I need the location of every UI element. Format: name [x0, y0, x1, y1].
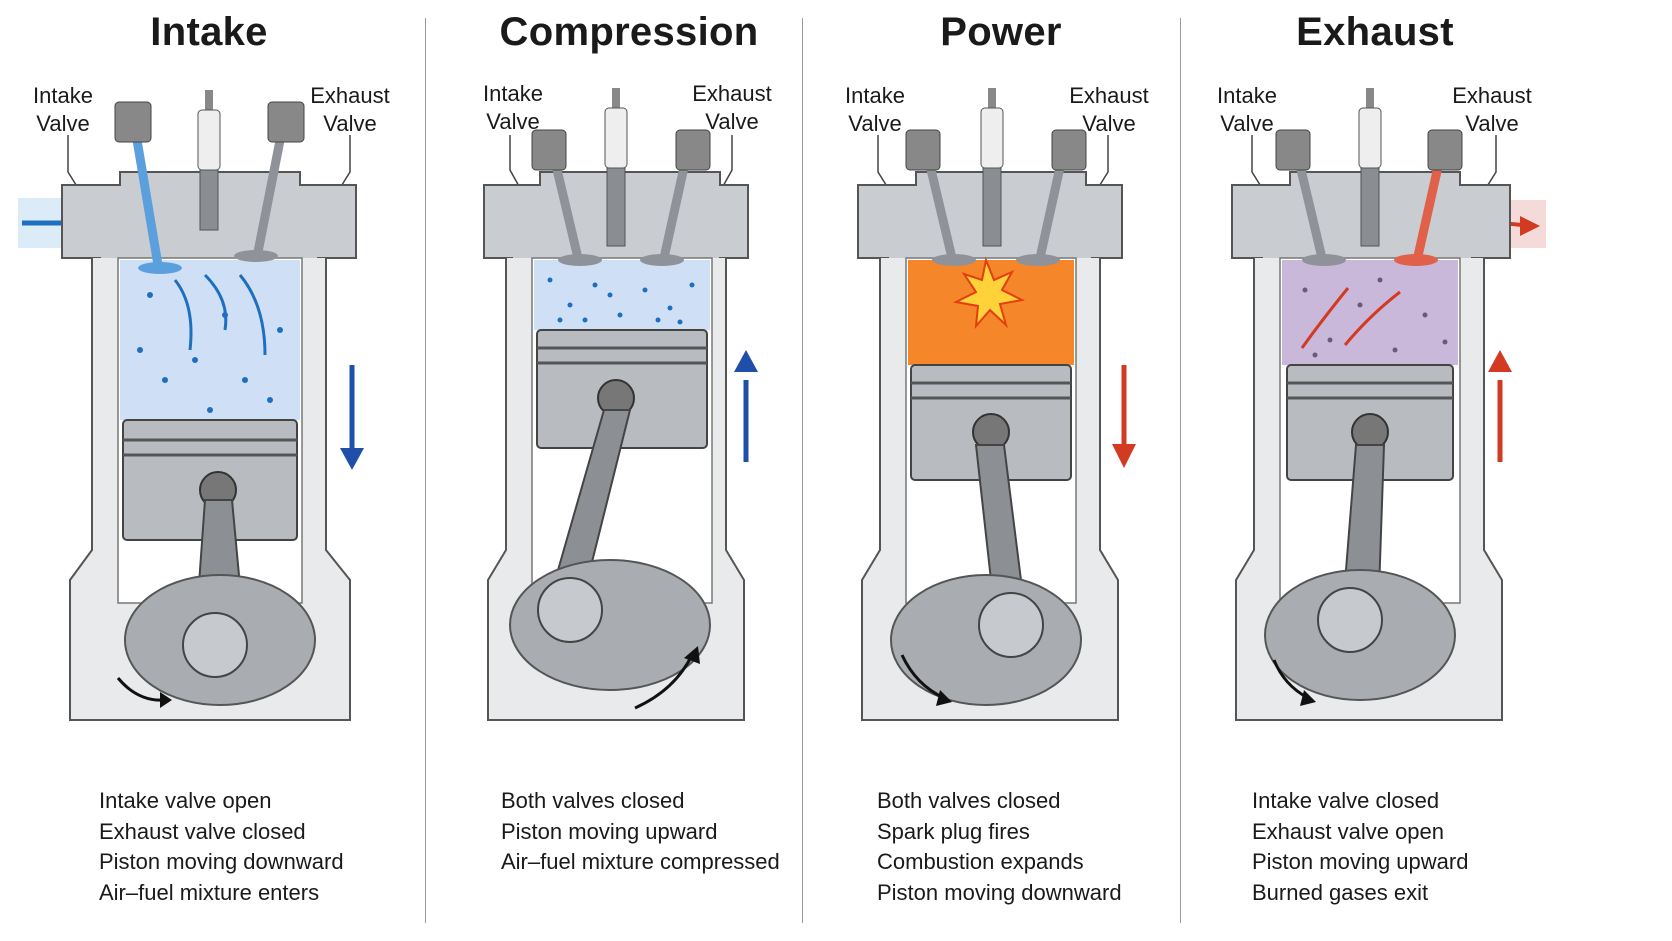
intake-valve-spring: [531, 129, 567, 171]
stroke-notes: Intake valve open Exhaust valve closed P…: [99, 786, 344, 908]
spark-plug: [1366, 88, 1374, 110]
stroke-panel-compression: Compression Intake Valve Exhaust Valve: [420, 0, 838, 941]
engine-cylinder-diagram: [857, 88, 1136, 721]
exhaust-particles: [1302, 277, 1448, 358]
panel-divider: [1180, 18, 1181, 923]
note-item: Piston moving downward: [99, 849, 344, 874]
intake-valve-spring: [905, 129, 941, 171]
intake-leader-line: [67, 135, 79, 189]
stroke-title: Compression: [499, 10, 759, 54]
note-item: Exhaust valve closed: [99, 818, 306, 844]
note-item: Burned gases exit: [1252, 879, 1429, 905]
exhaust-valve-spring: [1051, 129, 1087, 171]
compressed-mixture: [534, 260, 710, 330]
stroke-notes: Both valves closed Piston moving upward …: [501, 786, 780, 878]
note-item: Piston moving upward: [501, 818, 718, 844]
engine-cylinder-diagram: [18, 90, 364, 721]
spark-plug: [988, 88, 996, 110]
stroke-notes: Both valves closed Spark plug fires Comb…: [877, 786, 1122, 908]
intake-valve-spring: [1275, 129, 1311, 171]
engine-cylinder-diagram: [483, 88, 758, 721]
stroke-panel-exhaust: Exhaust Intake Valve Exhaust Valve: [1210, 0, 1628, 941]
note-item: Spark plug fires: [877, 818, 1030, 844]
intake-valve-label: Intake Valve: [33, 83, 93, 136]
stroke-title: Power: [940, 10, 1062, 54]
spark-flash: [952, 256, 1026, 330]
stroke-notes: Intake valve closed Exhaust valve open P…: [1252, 786, 1468, 908]
exhaust-valve-label: Exhaust Valve: [1069, 83, 1149, 136]
crank-rotation-arrow: [634, 654, 694, 710]
intake-valve-label: Intake Valve: [845, 83, 905, 136]
burned-gases: [1282, 260, 1458, 365]
panel-divider: [425, 18, 426, 923]
intake-valve-spring: [114, 101, 152, 143]
exhaust-leader-line: [339, 135, 351, 189]
stroke-title: Intake: [150, 10, 268, 54]
note-item: Intake valve open: [99, 788, 272, 813]
exhaust-valve-label: Exhaust Valve: [692, 81, 772, 134]
exhaust-valve-spring: [267, 101, 305, 143]
engine-cylinder-diagram: [1231, 88, 1546, 721]
note-item: Combustion expands: [877, 849, 1084, 874]
intake-valve-label: Intake Valve: [483, 81, 543, 134]
exhaust-valve-spring: [675, 129, 711, 171]
note-item: Air–fuel mixture compressed: [501, 849, 780, 874]
exhaust-valve-label: Exhaust Valve: [1452, 83, 1532, 136]
note-item: Piston moving upward: [1252, 849, 1469, 874]
exhaust-valve-label: Exhaust Valve: [310, 83, 390, 136]
stroke-panel-power: Power Intake Valve Exhaust Valve Both va…: [836, 0, 1254, 941]
panel-divider: [802, 18, 803, 923]
air-fuel-mixture: [120, 260, 300, 420]
note-item: Intake valve closed: [1252, 788, 1440, 813]
mixture-particles: [547, 277, 695, 325]
crankshaft: [509, 559, 711, 691]
note-item: Both valves closed: [501, 788, 685, 813]
stroke-title: Exhaust: [1296, 10, 1454, 54]
stroke-panel-intake: Intake Intake Valve Exhaust Valve: [0, 0, 418, 941]
spark-plug: [612, 88, 620, 110]
mixture-particles: [137, 292, 283, 413]
note-item: Piston moving downward: [877, 879, 1122, 905]
note-item: Exhaust valve open: [1252, 818, 1445, 844]
exhaust-valve-spring: [1427, 129, 1463, 171]
intake-valve-label: Intake Valve: [1217, 83, 1277, 136]
spark-plug: [205, 90, 213, 112]
note-item: Air–fuel mixture enters: [99, 879, 320, 905]
note-item: Both valves closed: [877, 788, 1061, 813]
